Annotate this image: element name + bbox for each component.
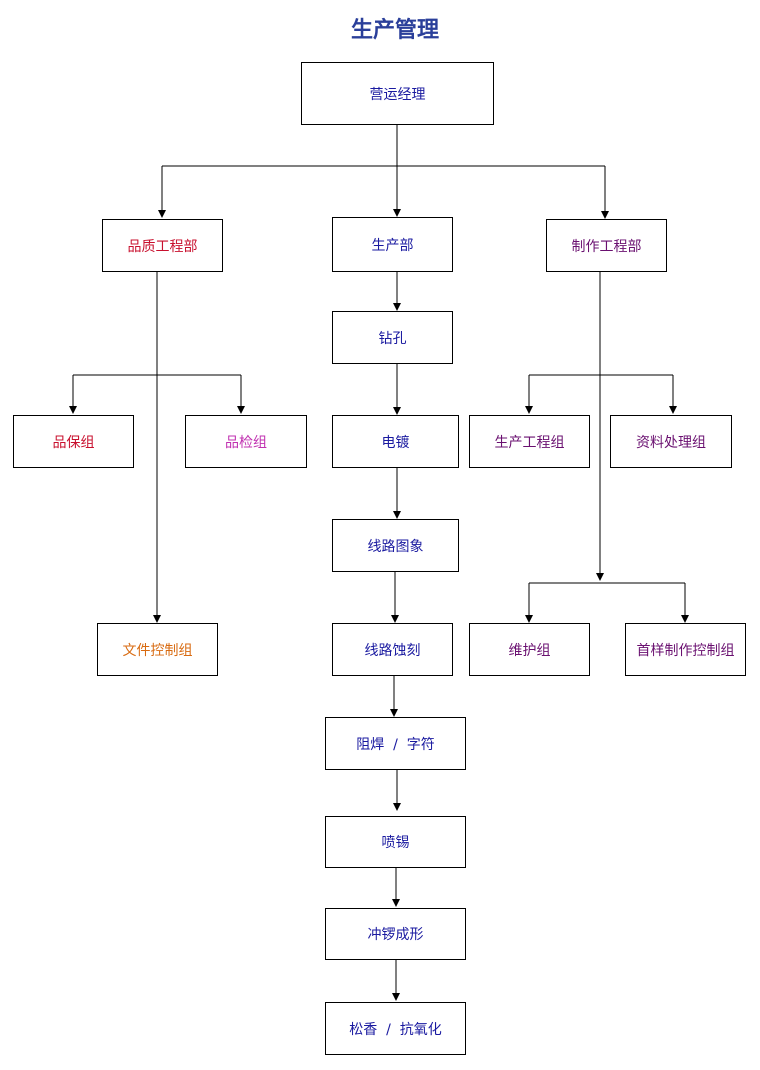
node-label: 生产工程组 [494, 434, 565, 451]
node-drilling: 钻孔 [332, 311, 453, 364]
node-inspection-group: 品检组 [185, 415, 307, 468]
node-maintenance-group: 维护组 [469, 623, 590, 676]
node-label: 喷锡 [381, 835, 410, 851]
node-label: 文件控制组 [122, 642, 193, 659]
node-label: 营运经理 [369, 86, 426, 103]
node-label: 阻焊 / 字符 [356, 736, 435, 753]
node-routing: 冲锣成形 [325, 908, 466, 960]
node-label: 品保组 [52, 434, 95, 451]
node-hasl: 喷锡 [325, 816, 466, 868]
node-label: 资料处理组 [636, 434, 706, 451]
node-label: 品质工程部 [127, 238, 198, 255]
node-line-etching: 线路蚀刻 [332, 623, 453, 676]
node-label: 电镀 [381, 434, 410, 451]
node-qa-group: 品保组 [13, 415, 134, 468]
node-osp: 松香 / 抗氧化 [325, 1002, 466, 1055]
node-plating: 电镀 [332, 415, 459, 468]
node-quality-dept: 品质工程部 [102, 219, 223, 272]
node-manager: 营运经理 [301, 62, 494, 125]
node-production-dept: 生产部 [332, 217, 453, 272]
node-data-processing-group: 资料处理组 [610, 415, 732, 468]
node-line-image: 线路图象 [332, 519, 459, 572]
node-label: 线路蚀刻 [364, 642, 421, 659]
node-label: 线路图象 [367, 538, 424, 555]
node-label: 首样制作控制组 [636, 642, 735, 659]
node-label: 品检组 [225, 434, 267, 451]
node-first-article-group: 首样制作控制组 [625, 623, 746, 676]
page-title: 生产管理 [350, 18, 439, 43]
node-label: 松香 / 抗氧化 [349, 1021, 442, 1038]
node-label: 冲锣成形 [367, 927, 424, 943]
node-label: 制作工程部 [571, 238, 642, 255]
node-document-control-group: 文件控制组 [97, 623, 218, 676]
node-label: 维护组 [508, 642, 551, 659]
node-label: 钻孔 [378, 330, 407, 347]
node-solder-mask: 阻焊 / 字符 [325, 717, 466, 770]
node-engineering-dept: 制作工程部 [546, 219, 667, 272]
node-production-eng-group: 生产工程组 [469, 415, 590, 468]
node-label: 生产部 [371, 237, 414, 254]
